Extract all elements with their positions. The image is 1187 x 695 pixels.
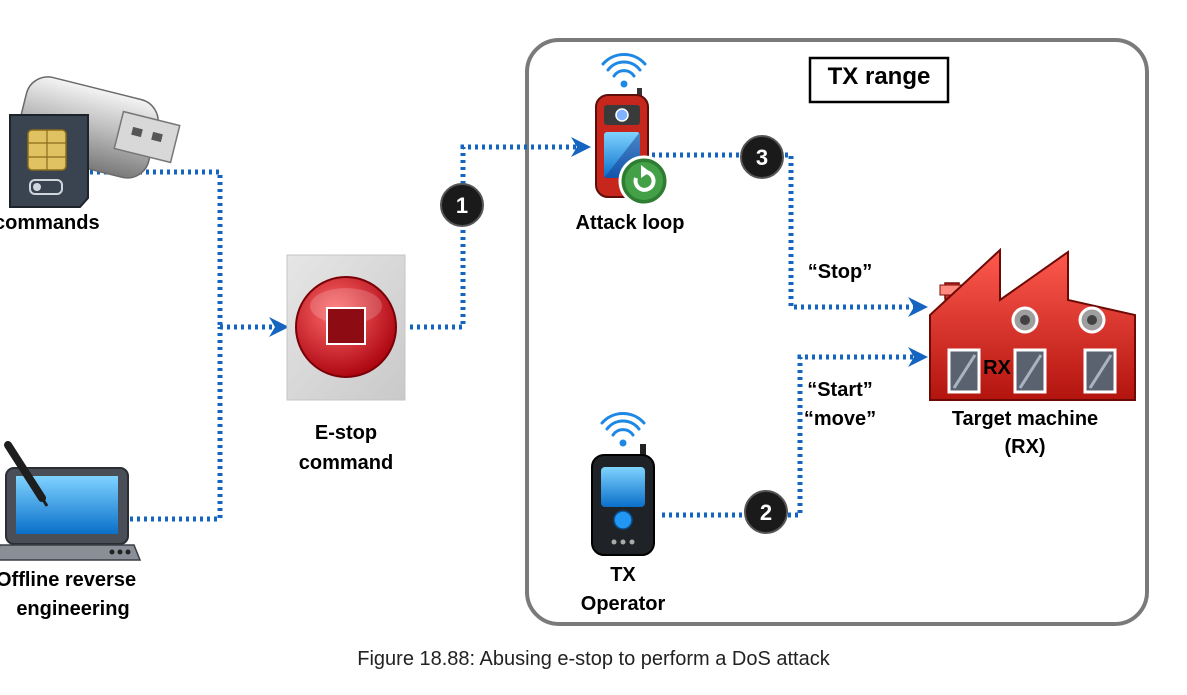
laptop-icon bbox=[0, 467, 142, 561]
tx-range-region bbox=[525, 38, 1149, 626]
step-badge-2-text: 2 bbox=[760, 500, 772, 525]
sim-card-icon bbox=[9, 114, 89, 208]
move-label: “move” bbox=[803, 408, 877, 430]
offline-label-line1: Offline reverse bbox=[0, 569, 137, 591]
stop-label: “Stop” bbox=[807, 261, 873, 283]
tx-range-label-box bbox=[808, 56, 950, 104]
tx-label-line2: Operator bbox=[580, 593, 666, 615]
step-badge-2: 2 bbox=[744, 490, 788, 534]
laptop-connector bbox=[130, 327, 223, 522]
operator-phone-icon bbox=[591, 444, 655, 556]
attack-loop-label: Attack loop bbox=[575, 212, 685, 234]
figure-caption: Figure 18.88: Abusing e-stop to perform … bbox=[357, 648, 830, 670]
tx-range-label: TX range bbox=[827, 63, 931, 90]
step-badge-3-text: 3 bbox=[756, 145, 768, 170]
step-badge-1-text: 1 bbox=[456, 193, 468, 218]
tx-label-line1: TX bbox=[610, 564, 636, 586]
start-arrow bbox=[662, 347, 928, 518]
wifi-signal-icon bbox=[600, 412, 646, 447]
start-label: “Start” bbox=[807, 379, 873, 401]
estop-label-line2: command bbox=[298, 452, 394, 474]
stylus-pen-icon bbox=[4, 441, 49, 507]
wifi-signal-icon bbox=[601, 53, 647, 88]
estop-label-line1: E-stop bbox=[314, 422, 378, 444]
step-badge-1: 1 bbox=[440, 183, 484, 227]
commands-label: commands bbox=[0, 212, 100, 234]
usb-connector bbox=[90, 169, 223, 327]
estop-button-icon bbox=[286, 254, 406, 401]
reload-loop-icon bbox=[618, 155, 670, 207]
target-label-line1: Target machine bbox=[951, 408, 1099, 430]
estop-to-attack-arrow bbox=[410, 137, 591, 330]
step-badge-3: 3 bbox=[740, 135, 784, 179]
rx-label: RX bbox=[983, 357, 1011, 379]
target-label-line2: (RX) bbox=[1004, 436, 1046, 458]
factory-icon bbox=[929, 247, 1136, 401]
offline-label-line2: engineering bbox=[16, 598, 130, 620]
